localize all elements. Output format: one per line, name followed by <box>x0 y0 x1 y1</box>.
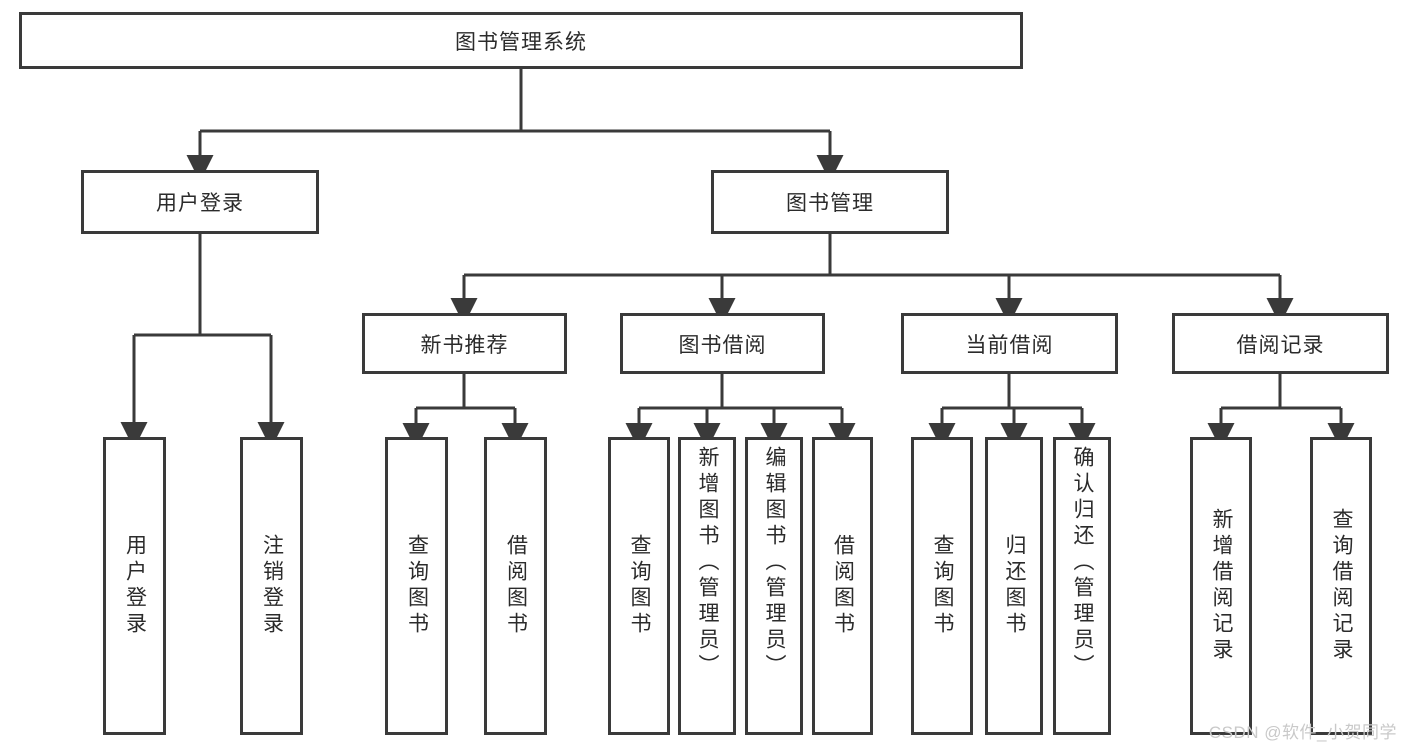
node-leaf-query-record-label: 查询借阅记录 <box>1330 508 1354 664</box>
node-root[interactable]: 图书管理系统 <box>19 12 1023 69</box>
node-book-manage-label: 图书管理 <box>786 192 874 215</box>
node-borrow-record-label: 借阅记录 <box>1236 333 1325 357</box>
node-leaf-edit-book-label: 编辑图书（管理员） <box>763 446 787 680</box>
node-book-manage[interactable]: 图书管理 <box>711 170 949 234</box>
node-borrow-record[interactable]: 借阅记录 <box>1172 313 1389 374</box>
node-leaf-borrow-book-label: 借阅图书 <box>831 534 855 638</box>
node-leaf-query-book-cur[interactable]: 查询图书 <box>911 437 973 735</box>
node-user-login-label: 用户登录 <box>156 192 244 215</box>
node-leaf-query-book-cur-label: 查询图书 <box>931 534 955 638</box>
watermark-text: CSDN @软件_小贺同学 <box>1208 723 1397 742</box>
node-user-login[interactable]: 用户登录 <box>81 170 319 234</box>
node-leaf-user-login[interactable]: 用户登录 <box>103 437 166 735</box>
node-leaf-query-record[interactable]: 查询借阅记录 <box>1310 437 1372 735</box>
node-leaf-query-book-rec[interactable]: 查询图书 <box>385 437 448 735</box>
node-leaf-confirm-return[interactable]: 确认归还（管理员） <box>1053 437 1111 735</box>
node-new-book-recommend[interactable]: 新书推荐 <box>362 313 567 374</box>
node-leaf-add-record[interactable]: 新增借阅记录 <box>1190 437 1252 735</box>
node-leaf-add-book-label: 新增图书（管理员） <box>696 446 720 680</box>
node-leaf-query-book-borrow[interactable]: 查询图书 <box>608 437 670 735</box>
node-new-book-recommend-label: 新书推荐 <box>420 333 509 357</box>
node-leaf-query-book-borrow-label: 查询图书 <box>628 534 652 638</box>
node-book-borrow[interactable]: 图书借阅 <box>620 313 825 374</box>
node-leaf-add-record-label: 新增借阅记录 <box>1210 508 1234 664</box>
node-leaf-query-book-rec-label: 查询图书 <box>405 534 429 638</box>
node-book-borrow-label: 图书借阅 <box>678 333 767 357</box>
node-leaf-return-book[interactable]: 归还图书 <box>985 437 1043 735</box>
node-leaf-user-login-label: 用户登录 <box>123 534 147 638</box>
node-current-borrow[interactable]: 当前借阅 <box>901 313 1118 374</box>
node-leaf-borrow-book-rec[interactable]: 借阅图书 <box>484 437 547 735</box>
node-leaf-user-logout[interactable]: 注销登录 <box>240 437 303 735</box>
node-current-borrow-label: 当前借阅 <box>965 333 1054 357</box>
node-leaf-edit-book[interactable]: 编辑图书（管理员） <box>745 437 803 735</box>
node-root-label: 图书管理系统 <box>455 30 587 54</box>
node-leaf-confirm-return-label: 确认归还（管理员） <box>1071 446 1095 680</box>
node-leaf-borrow-book-rec-label: 借阅图书 <box>504 534 528 638</box>
node-leaf-return-book-label: 归还图书 <box>1003 534 1027 638</box>
node-leaf-add-book[interactable]: 新增图书（管理员） <box>678 437 736 735</box>
node-leaf-user-logout-label: 注销登录 <box>260 534 284 638</box>
node-leaf-borrow-book[interactable]: 借阅图书 <box>812 437 873 735</box>
